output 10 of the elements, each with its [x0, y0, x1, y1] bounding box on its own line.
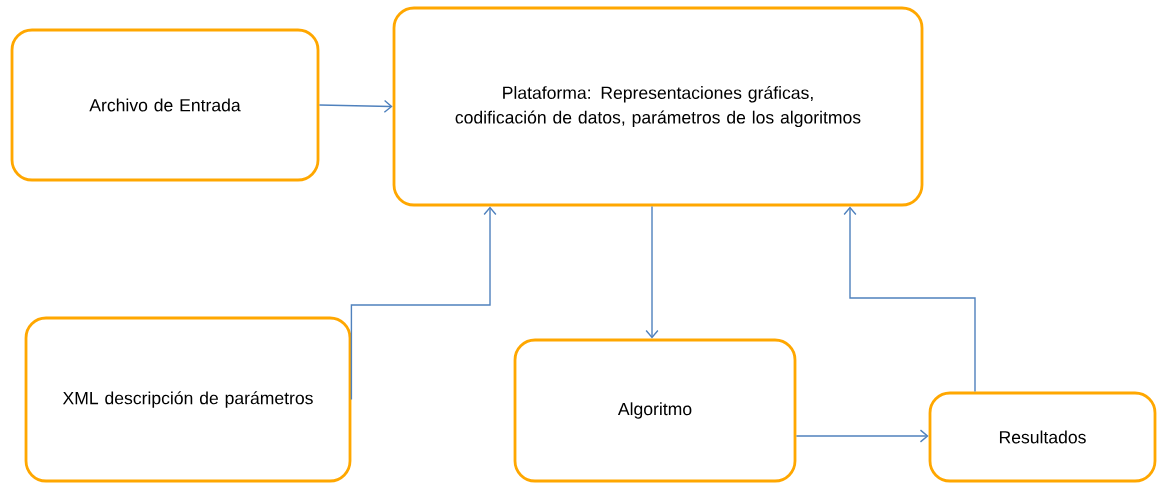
process-box: Algoritmo [513, 338, 797, 483]
arrow [795, 429, 929, 443]
process-box: Archivo de Entrada [10, 28, 320, 182]
arrow [350, 206, 497, 401]
process-box: XML descripción de parámetros [24, 316, 352, 483]
arrow [645, 205, 659, 339]
arrow [318, 99, 393, 113]
arrow [843, 206, 976, 393]
process-box: Resultados [928, 391, 1157, 483]
process-box: Plataforma: Representaciones gráficas, codificación de datos, parámetros de los algoritmos [392, 6, 924, 207]
